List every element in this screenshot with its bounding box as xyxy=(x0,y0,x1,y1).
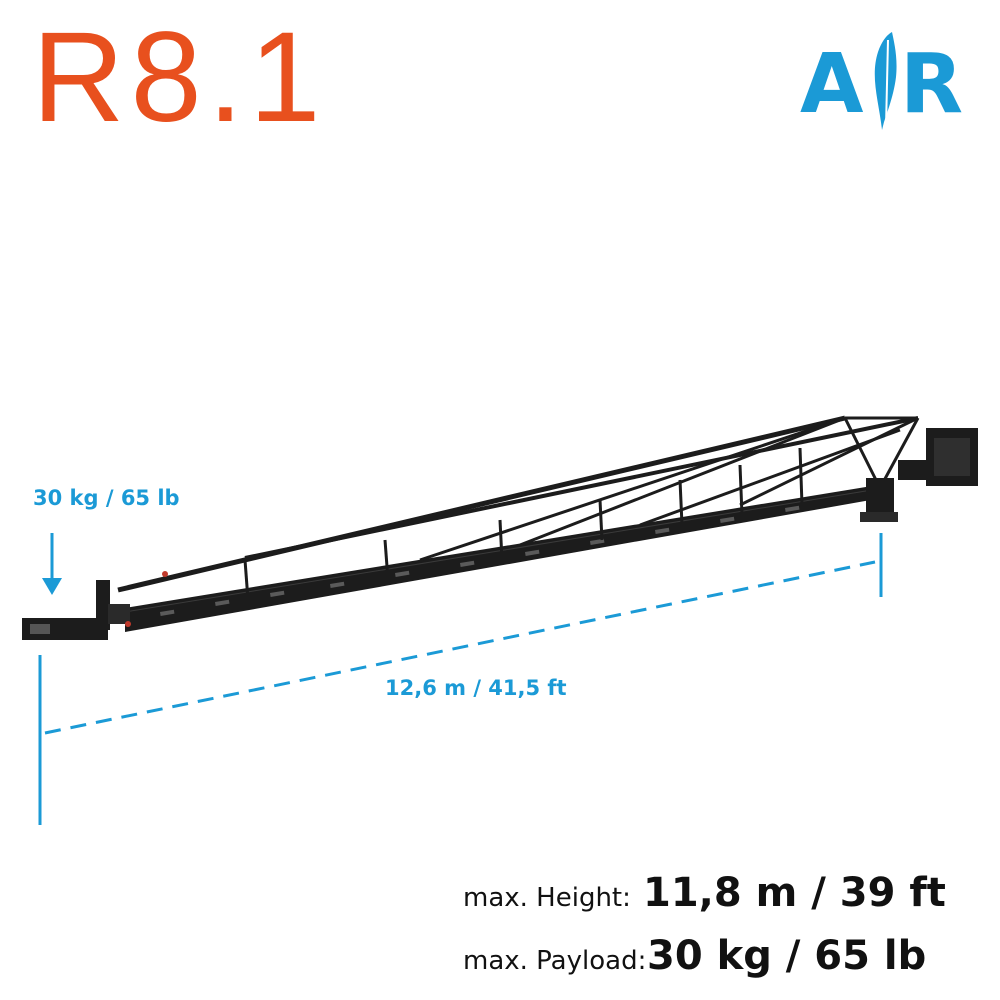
spec-max-height: max. Height: 11,8 m / 39 ft xyxy=(463,870,946,916)
spec-value: 30 kg / 65 lb xyxy=(647,933,927,979)
crane-arm xyxy=(22,415,978,640)
feather-icon xyxy=(874,32,897,130)
spec-label: max. Height: xyxy=(463,883,631,913)
spec-label: max. Payload: xyxy=(463,946,647,976)
spec-max-payload: max. Payload:30 kg / 65 lb xyxy=(463,933,926,979)
model-title: R8.1 xyxy=(32,6,327,149)
svg-text:R: R xyxy=(900,37,963,132)
payload-marker-label: 30 kg / 65 lb xyxy=(33,486,180,510)
brand-logo-text: A xyxy=(800,37,864,132)
dimension-lines xyxy=(38,533,883,825)
spec-value: 11,8 m / 39 ft xyxy=(643,870,946,916)
brand-logo: A R xyxy=(800,32,963,132)
reach-marker-label: 12,6 m / 41,5 ft xyxy=(385,676,567,700)
payload-arrow-icon xyxy=(42,578,62,595)
